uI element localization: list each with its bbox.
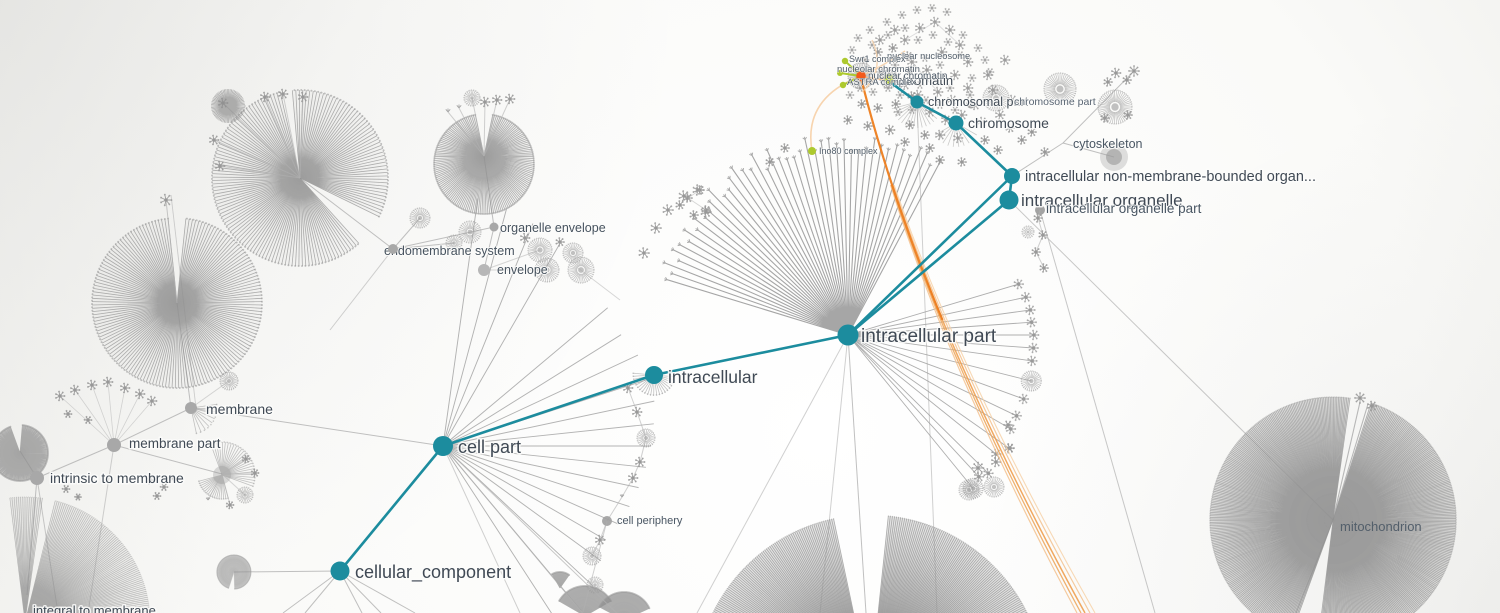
svg-text:membrane: membrane xyxy=(206,401,273,417)
svg-text:nuclear chromatin: nuclear chromatin xyxy=(868,71,947,82)
svg-text:intracellular organelle: intracellular organelle xyxy=(1021,191,1183,210)
svg-text:cell part: cell part xyxy=(458,437,521,457)
svg-text:chromosome part: chromosome part xyxy=(1014,96,1096,108)
svg-text:chromosomal part: chromosomal part xyxy=(928,95,1029,109)
svg-text:membrane part: membrane part xyxy=(129,436,221,451)
svg-text:cytoskeleton: cytoskeleton xyxy=(1073,137,1143,151)
svg-text:nucleolar chromatin: nucleolar chromatin xyxy=(837,64,920,75)
svg-text:endomembrane system: endomembrane system xyxy=(384,244,515,258)
svg-text:cellular_component: cellular_component xyxy=(355,562,511,583)
svg-text:integral to membrane: integral to membrane xyxy=(33,603,156,613)
svg-text:envelope: envelope xyxy=(497,263,548,277)
svg-text:Swr1 complex: Swr1 complex xyxy=(849,54,906,64)
svg-text:chromatin: chromatin xyxy=(896,73,953,88)
svg-text:intrinsic to membrane: intrinsic to membrane xyxy=(50,470,184,486)
svg-text:mitochondrion: mitochondrion xyxy=(1340,519,1422,534)
svg-text:organelle envelope: organelle envelope xyxy=(500,221,606,235)
svg-text:intracellular non-membrane-bou: intracellular non-membrane-bounded organ… xyxy=(1025,169,1316,185)
svg-text:cell periphery: cell periphery xyxy=(617,515,683,527)
svg-text:ASTRA complex: ASTRA complex xyxy=(847,77,916,88)
svg-text:chromosome: chromosome xyxy=(968,115,1049,131)
svg-text:intracellular organelle part: intracellular organelle part xyxy=(1046,201,1202,216)
svg-text:Ino80 complex: Ino80 complex xyxy=(819,146,878,156)
svg-text:intracellular part: intracellular part xyxy=(861,326,997,347)
svg-text:intracellular: intracellular xyxy=(668,367,758,387)
svg-text:nuclear nucleosome: nuclear nucleosome xyxy=(887,51,970,61)
